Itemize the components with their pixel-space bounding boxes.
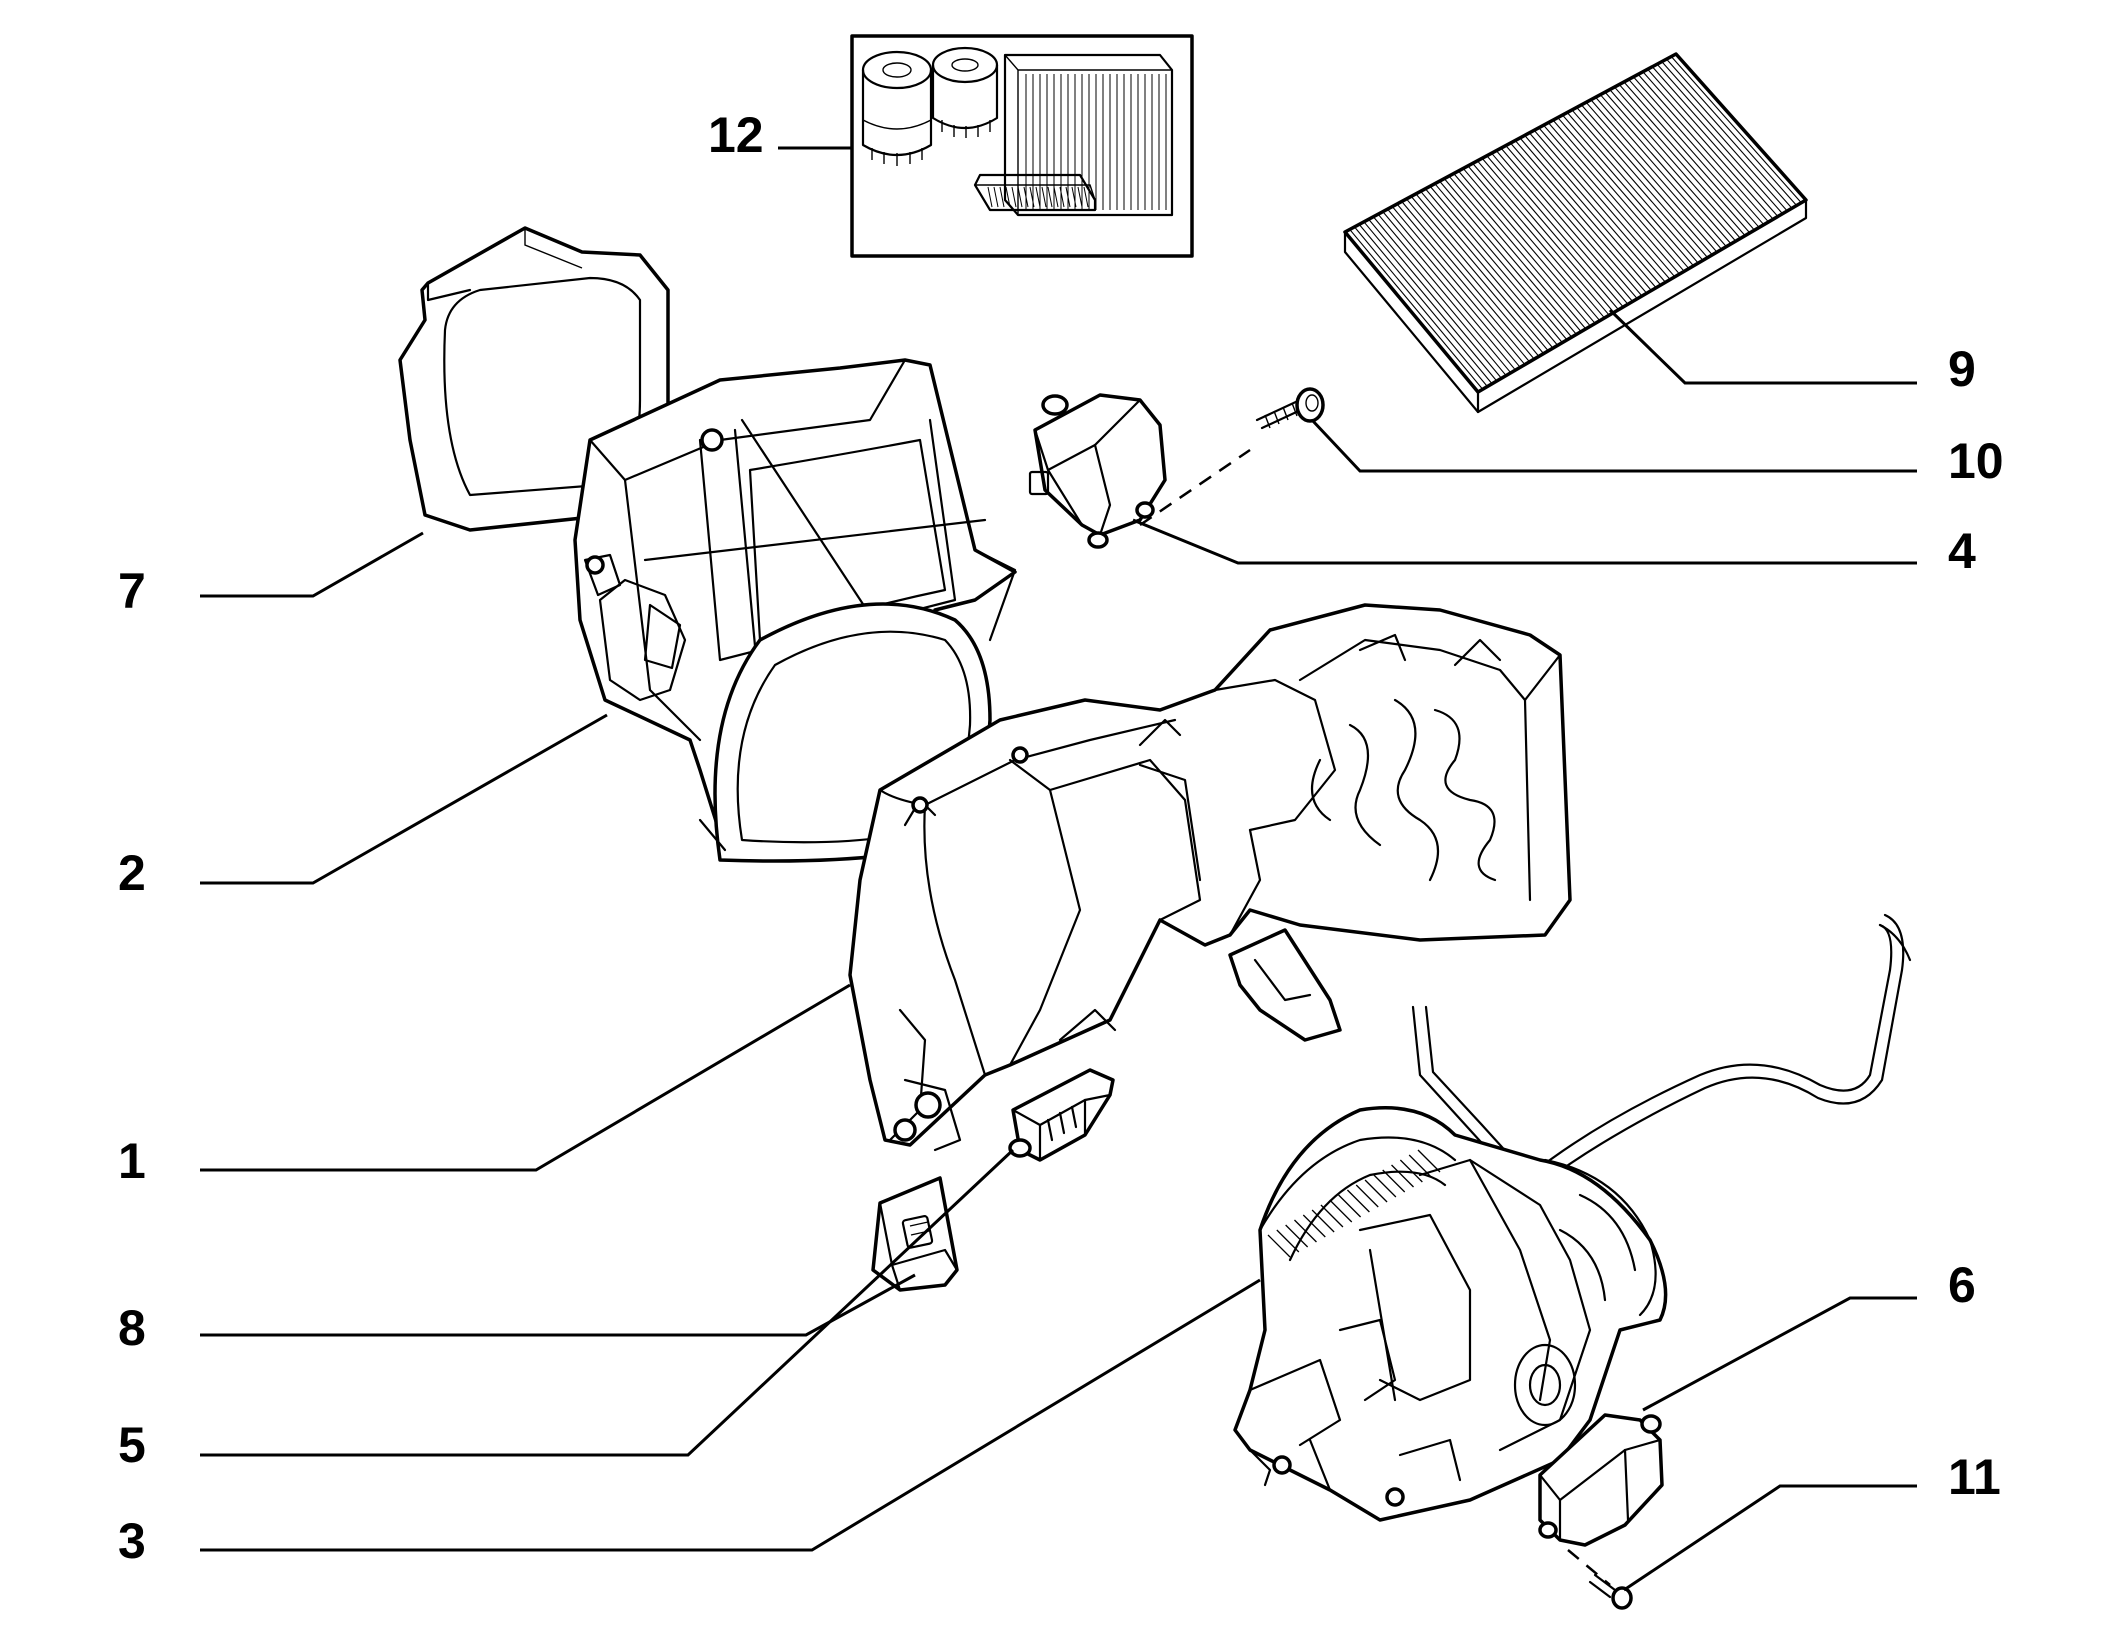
callout-9: 9	[1948, 341, 1976, 397]
leader-10	[1310, 418, 1917, 473]
callout-11: 11	[1948, 1449, 2001, 1505]
oil-filter-large-icon	[861, 50, 933, 166]
part-11-small-screw	[1588, 1573, 1633, 1610]
callout-6: 6	[1948, 1257, 1976, 1313]
part-6-resistor-module	[1538, 1413, 1664, 1586]
callout-7: 7	[118, 563, 146, 619]
leader-8	[200, 1273, 916, 1337]
part-9-cabin-air-filter	[1343, 52, 1808, 414]
callout-1: 1	[118, 1133, 146, 1189]
leader-lines	[200, 146, 1917, 1592]
oil-filter-small-icon	[931, 46, 999, 138]
callout-3: 3	[118, 1513, 146, 1569]
callout-2: 2	[118, 845, 146, 901]
leader-6	[1642, 1296, 1917, 1412]
leader-1	[200, 983, 851, 1172]
leader-11	[1623, 1484, 1917, 1592]
leader-3	[200, 1278, 1261, 1552]
callout-4: 4	[1948, 523, 1976, 579]
leader-5	[200, 1148, 1015, 1457]
part-5-resistor	[1008, 1068, 1115, 1162]
callout-12: 12	[708, 107, 764, 163]
leader-2	[200, 713, 608, 885]
air-filter-element-icon	[1003, 53, 1174, 217]
callout-numbers: 12 9 10 4 7 2 1 8 5 3 6 11	[118, 107, 2004, 1569]
part-8-clip	[871, 1176, 959, 1292]
part-4-flap-actuator	[1028, 393, 1251, 549]
leader-9	[1608, 308, 1917, 385]
leader-7	[200, 531, 424, 598]
part-12-filter-kit	[850, 34, 1194, 258]
cabin-filter-small-icon	[973, 173, 1097, 212]
leader-4	[1132, 518, 1917, 565]
callout-10: 10	[1948, 433, 2004, 489]
callout-8: 8	[118, 1300, 146, 1356]
part-3-blower-motor	[1233, 913, 1912, 1522]
callout-5: 5	[118, 1417, 146, 1473]
part-1-heater-casing	[848, 603, 1572, 1152]
part-10-screw	[1255, 387, 1325, 430]
